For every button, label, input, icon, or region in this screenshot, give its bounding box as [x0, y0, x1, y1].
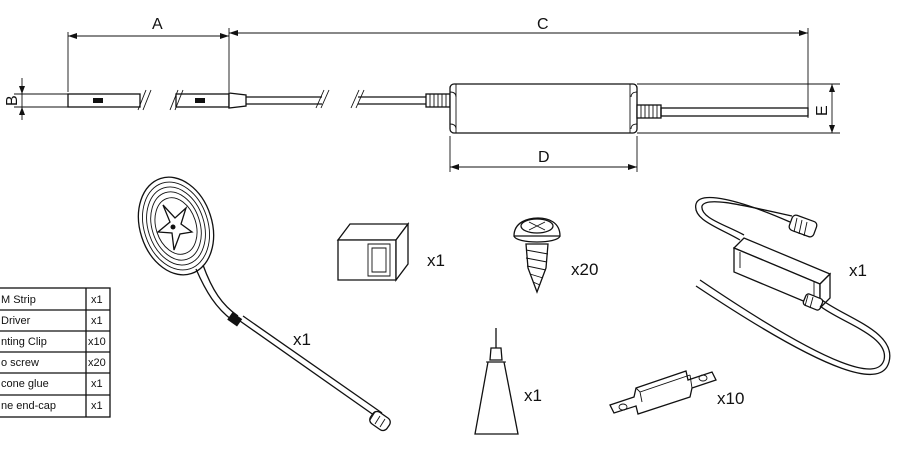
- dimension-drawing: A C B: [4, 16, 840, 172]
- dimension-c-label: C: [537, 16, 549, 33]
- table-cell-name: cone glue: [1, 378, 49, 390]
- table-cell-name: M Strip: [1, 294, 36, 306]
- table-cell-qty: x20: [88, 357, 106, 369]
- table-cell-name: ne end-cap: [1, 400, 56, 412]
- table-row: Driver x1: [1, 315, 103, 327]
- table-cell-qty: x1: [91, 400, 103, 412]
- table-cell-qty: x1: [91, 315, 103, 327]
- strip-qty: x1: [293, 330, 311, 349]
- dimension-d: D: [449, 136, 638, 172]
- mounting-clip: x10: [609, 370, 744, 415]
- led-strip-reel: x1: [137, 176, 391, 432]
- parts-table: M Strip x1 Driver x1 nting Clip x10 o sc…: [0, 287, 111, 418]
- strip-connector: [369, 410, 391, 432]
- strip-side-view: [67, 89, 426, 111]
- glue-qty: x1: [524, 386, 542, 405]
- table-cell-name: nting Clip: [1, 336, 47, 348]
- dimension-b-label: B: [4, 95, 21, 106]
- table-cell-qty: x1: [91, 294, 103, 306]
- led-driver: x1: [695, 197, 891, 376]
- silicone-glue: x1: [474, 328, 542, 435]
- table-cell-qty: x10: [88, 336, 106, 348]
- table-row: ne end-cap x1: [1, 400, 103, 412]
- clip-qty: x10: [717, 389, 744, 408]
- screw-qty: x20: [571, 260, 598, 279]
- table-row: o screw x20: [1, 357, 106, 369]
- table-cell-name: o screw: [1, 357, 39, 369]
- table-cell-name: Driver: [1, 315, 31, 327]
- dimension-b: B: [4, 78, 68, 120]
- end-cap-qty: x1: [427, 251, 445, 270]
- table-row: nting Clip x10: [1, 336, 106, 348]
- dimension-c: C: [229, 16, 809, 118]
- dimension-e: E: [637, 83, 840, 134]
- table-row: cone glue x1: [1, 378, 103, 390]
- end-cap: x1: [336, 222, 445, 282]
- dimension-a-label: A: [152, 16, 163, 33]
- dimension-e-label: E: [814, 105, 831, 116]
- driver-connector: [788, 214, 818, 238]
- dimension-d-label: D: [538, 149, 550, 166]
- screw: x20: [513, 217, 598, 294]
- driver-qty: x1: [849, 261, 867, 280]
- table-row: M Strip x1: [1, 294, 103, 306]
- dimension-a: A: [67, 16, 230, 92]
- table-cell-qty: x1: [91, 378, 103, 390]
- driver-side-view: [425, 83, 809, 134]
